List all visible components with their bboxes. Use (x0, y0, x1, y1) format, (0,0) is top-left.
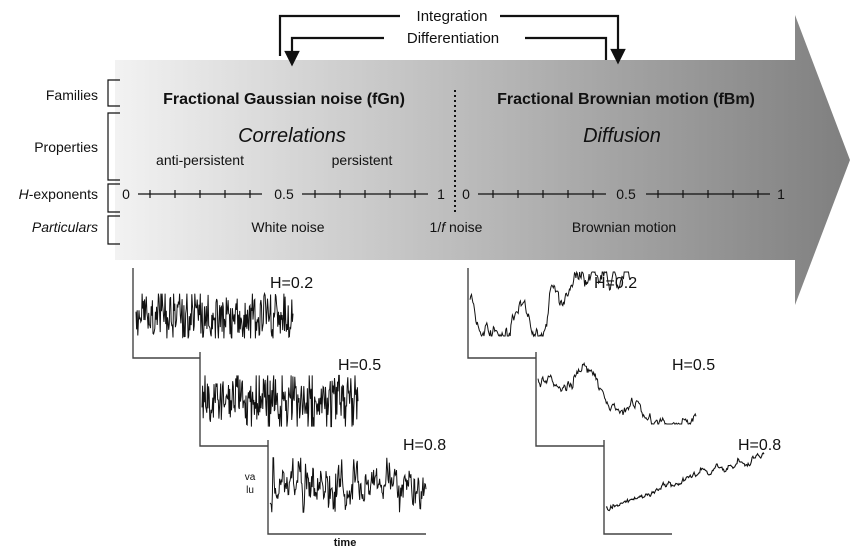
fbm-plot-h05-trace (537, 361, 697, 425)
fgn-plot-label-h02: H=0.2 (270, 275, 313, 292)
fbm-plot-label-h05: H=0.5 (672, 357, 715, 374)
fbm-tick-0: 0 (462, 186, 470, 202)
plot-xlabel-time: time (334, 537, 357, 549)
fgn-plot-h02-axes (132, 268, 200, 359)
fbm-plot-h08-trace (605, 451, 765, 512)
fbm-plot-h02-axes (467, 268, 536, 359)
fgn-plot-h08-trace (269, 457, 427, 513)
fbm-plot-h02-trace (469, 270, 631, 338)
plot-ylabel-line1: va (245, 472, 256, 483)
plot-ylabel-line2: lu (246, 485, 254, 496)
fgn-anti-persistent: anti-persistent (156, 152, 244, 168)
fgn-plot-h02-trace (135, 291, 294, 339)
fbm-title: Fractional Brownian motion (fBm) (497, 91, 755, 108)
fgn-plot-label-h08: H=0.8 (403, 437, 446, 454)
fbm-property: Diffusion (583, 125, 661, 147)
fgn-plot-h08-axes (267, 440, 426, 535)
fbm-plot-label-h08: H=0.8 (738, 437, 781, 454)
fbm-h-scale: 0 0.5 1 (462, 186, 785, 202)
big-arrow (115, 15, 850, 305)
fgn-tick-0.5: 0.5 (274, 186, 294, 202)
fgn-title: Fractional Gaussian noise (fGn) (163, 91, 405, 108)
row-label-families: Families (46, 87, 98, 103)
integration-label: Integration (417, 8, 488, 25)
row-brackets (107, 79, 120, 245)
fgn-tick-1: 1 (437, 186, 445, 202)
fgn-plot-h05-trace (201, 374, 359, 428)
fbm-plot-h05-axes (535, 352, 604, 447)
fbm-plot-h08-axes (603, 440, 672, 535)
fbm-particular-brownian-motion: Brownian motion (572, 219, 676, 235)
row-label-properties: Properties (34, 139, 98, 155)
row-label-particulars: Particulars (32, 219, 98, 235)
row-label-h-exponents: H-exponents (19, 186, 98, 202)
fgn-tick-0: 0 (122, 186, 130, 202)
time-series-plots (132, 268, 765, 535)
differentiation-arrow (284, 36, 608, 67)
fgn-h-scale: 0 0.5 1 (122, 186, 445, 202)
particular-1f-noise: 1/f noise (430, 219, 483, 235)
fgn-plot-h05-axes (199, 352, 268, 447)
integration-arrow (278, 14, 626, 65)
differentiation-label: Differentiation (407, 30, 499, 47)
fbm-tick-1: 1 (777, 186, 785, 202)
fgn-plot-label-h05: H=0.5 (338, 357, 381, 374)
fgn-persistent: persistent (332, 152, 393, 168)
fgn-particular-white-noise: White noise (251, 219, 324, 235)
fbm-tick-0.5: 0.5 (616, 186, 636, 202)
fgn-property: Correlations (238, 125, 346, 147)
fbm-plot-label-h02: H=0.2 (594, 275, 637, 292)
